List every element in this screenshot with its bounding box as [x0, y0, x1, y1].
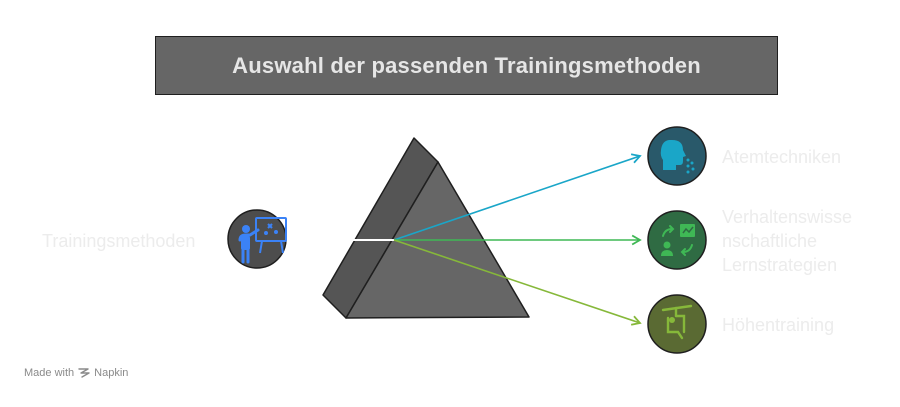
diagram-title: Auswahl der passenden Trainingsmethoden [232, 52, 701, 78]
source-label: Trainingsmethoden [42, 231, 196, 251]
breathing-head-icon [660, 140, 695, 174]
title-banner: Auswahl der passenden Trainingsmethoden [155, 36, 778, 95]
footer-brand: Napkin [94, 367, 129, 379]
ray-atemtechniken [393, 153, 642, 241]
output-node-atemtechniken [647, 126, 707, 186]
teacher-board-icon [238, 217, 287, 264]
output-label-line: Verhaltenswisse [722, 207, 853, 227]
cable-car-icon [661, 304, 693, 340]
output-node-hoehentraining [647, 294, 707, 354]
output-node-lernstrategien [647, 210, 707, 270]
strategy-exchange-icon [661, 224, 695, 256]
source-node [227, 209, 287, 269]
made-with-footer: Made with Napkin [24, 367, 128, 379]
output-label-lernstrategien: Verhaltenswisse nschaftliche Lernstrateg… [722, 205, 882, 277]
output-label-hoehentraining: Höhentraining [722, 315, 835, 335]
footer-prefix: Made with [24, 367, 75, 379]
output-label-line: Lernstrategien [722, 255, 838, 275]
napkin-logo-icon [78, 368, 90, 378]
ray-hoehentraining [393, 239, 642, 326]
output-label-atemtechniken: Atemtechniken [722, 147, 842, 167]
output-label-line: nschaftliche [722, 231, 818, 251]
